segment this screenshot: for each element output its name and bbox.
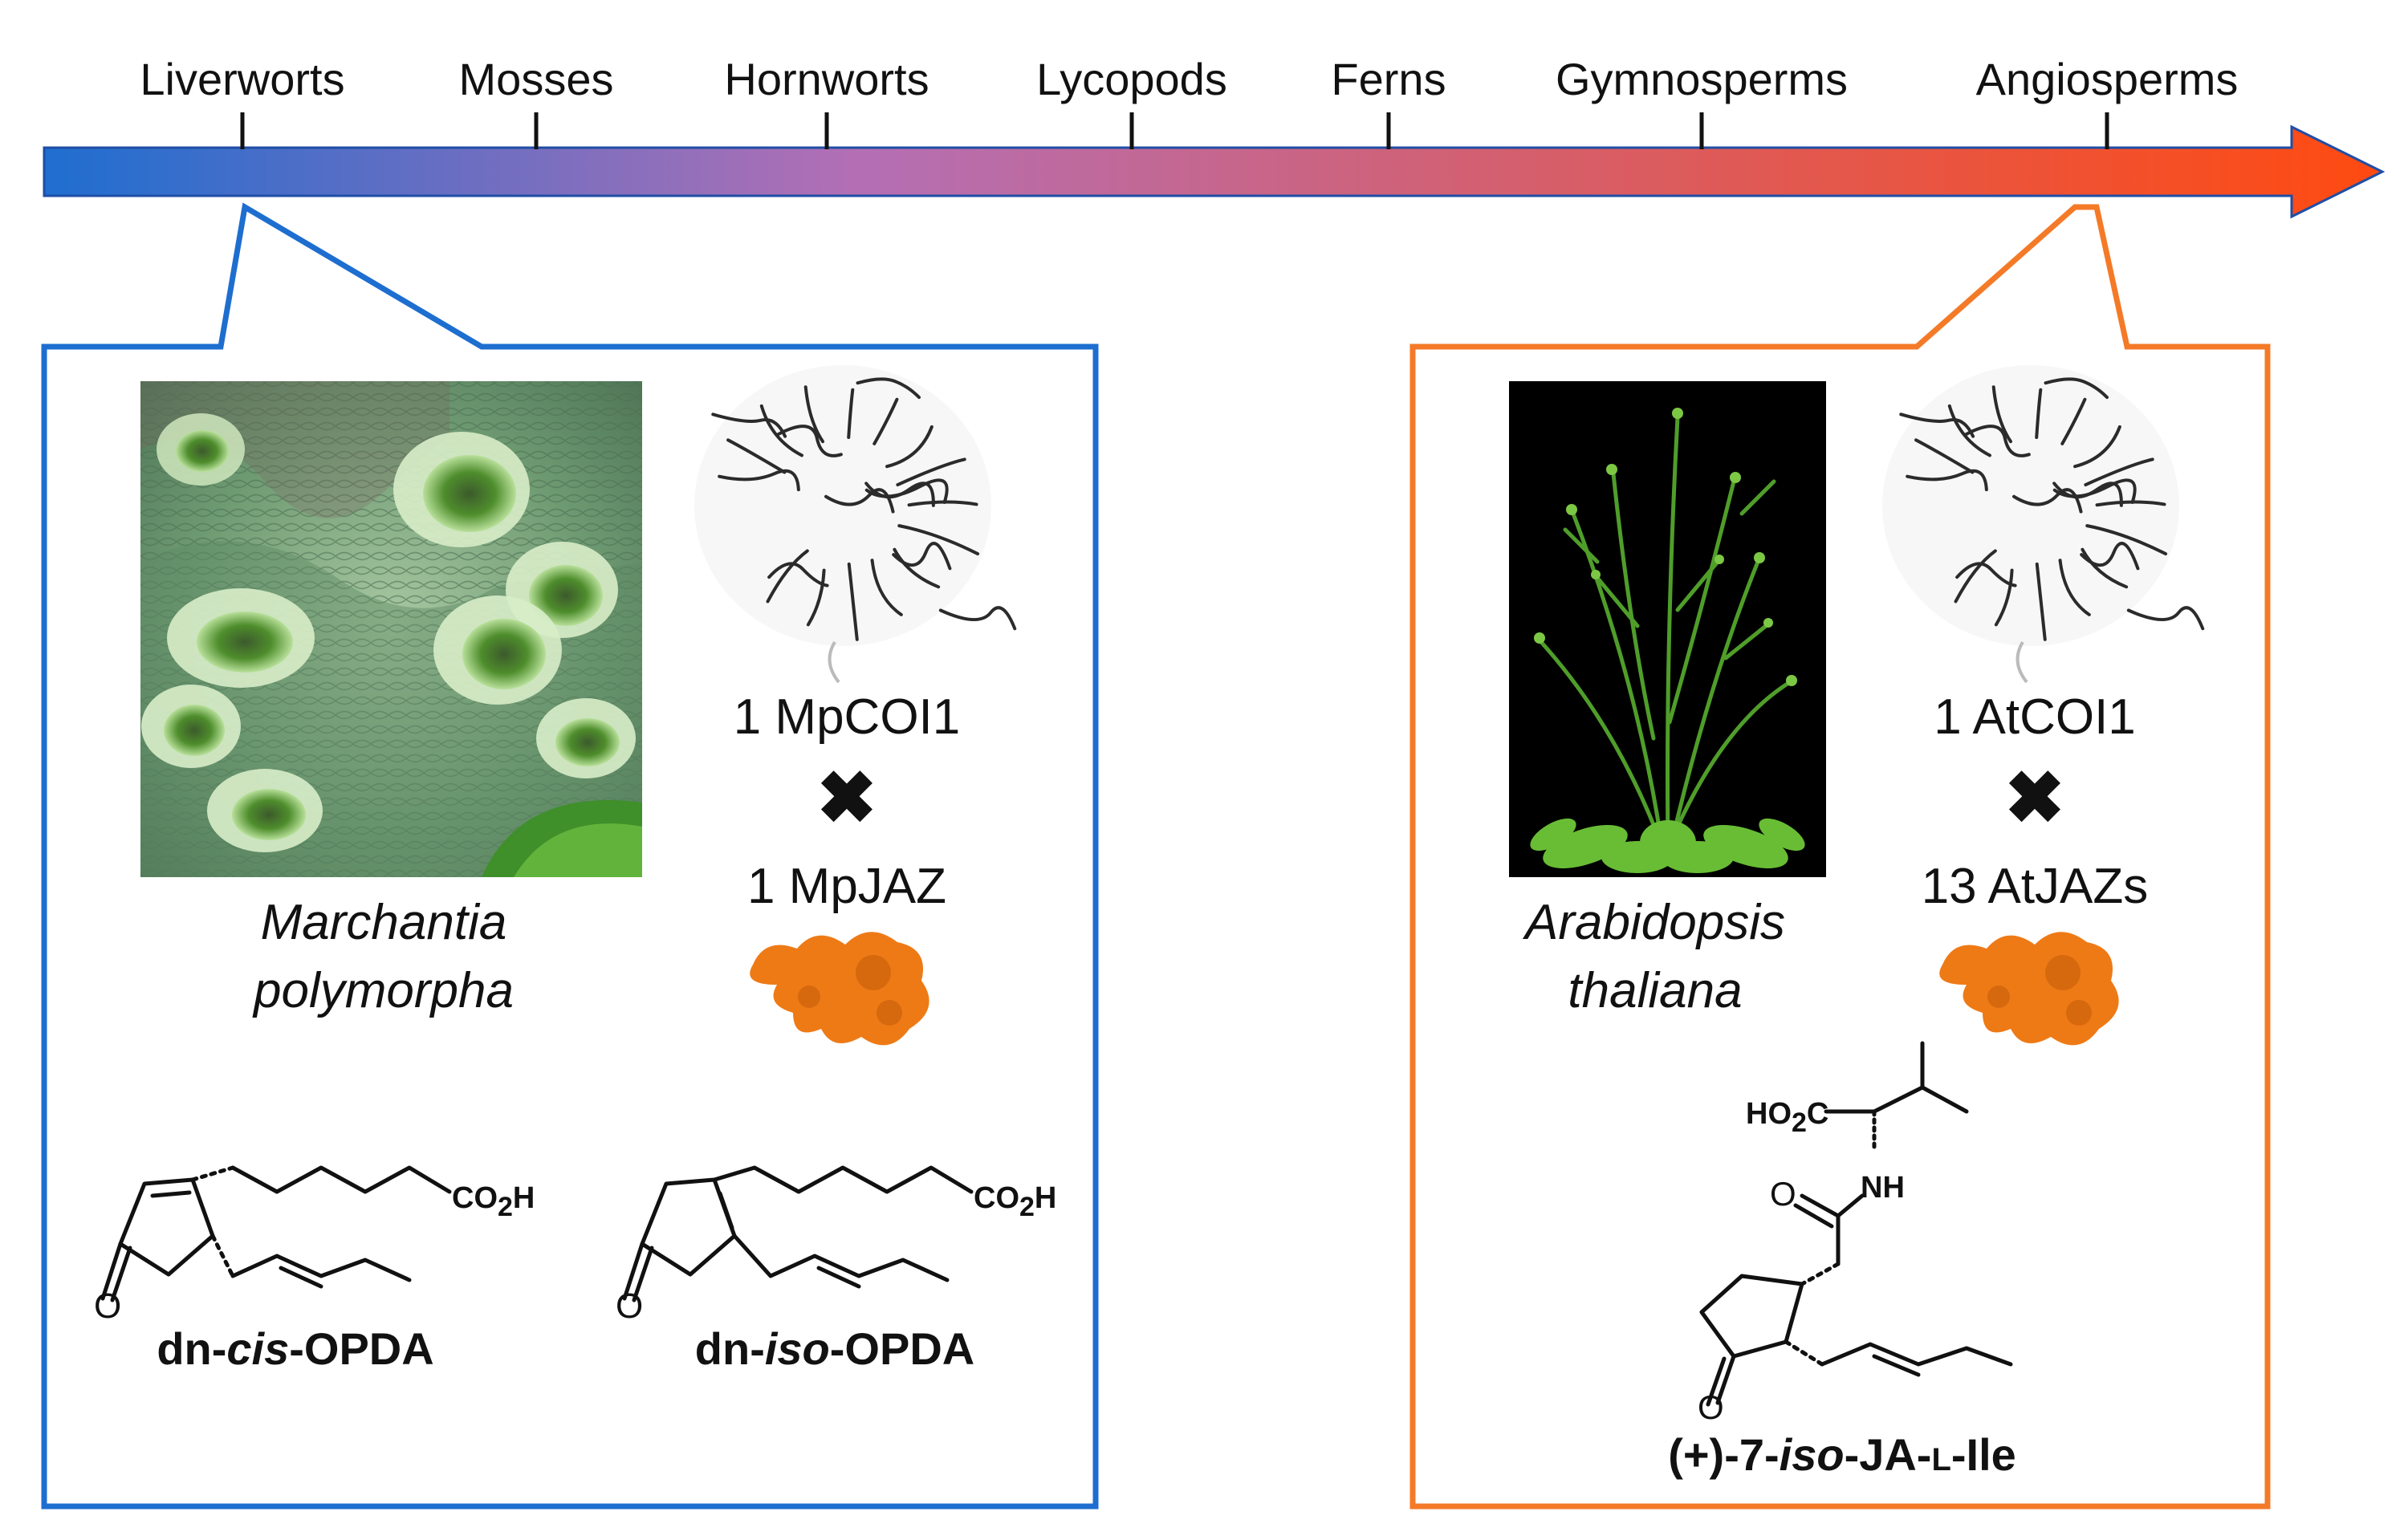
dn-iso-opda-co2h: CO2H (974, 1181, 1056, 1222)
ja-ile-ketone-o: O (1698, 1388, 1724, 1426)
ja-ile-name: (+)-7-iso-JA-L-Ile (1668, 1429, 2016, 1480)
mpjaz-label: 1 MpJAZ (747, 859, 946, 914)
ho2c-label: HO2C (1746, 1097, 1828, 1138)
right-panel: 1 AtCOI1 ✖ 13 AtJAZs Arabidopsis thalian… (1409, 204, 2271, 1510)
right-panel-frame (1409, 204, 2271, 1510)
dn-cis-opda-name: dn-cis-OPDA (157, 1323, 433, 1374)
dn-iso-opda-ketone-o: O (616, 1286, 643, 1326)
mpcoi1-label: 1 MpCOI1 (734, 689, 961, 745)
dn-cis-opda-structure: O CO2H dn-cis-OPDA (94, 1165, 535, 1374)
mpcoi1-protein-structure (694, 365, 1017, 684)
left-species-genus: Marchantia (261, 895, 507, 950)
evolution-timeline: Liverworts Mosses Hornworts Lycopods Ferns Gy… (43, 54, 2386, 219)
marchantia-photo (140, 381, 642, 877)
timeline-taxa: Liverworts Mosses Hornworts Lycopods Ferns Gy… (140, 54, 2238, 104)
dn-iso-opda-structure: O CO2H dn-iso-OPDA (616, 1165, 1056, 1374)
taxon-ferns: Ferns (1331, 54, 1446, 104)
left-panel: 1 MpCOI1 ✖ 1 MpJAZ Marchantia polymorpha… (41, 202, 1099, 1510)
dn-cis-opda-ketone-o: O (94, 1286, 121, 1326)
atjaz-protein-surface (1939, 932, 2119, 1046)
right-species-genus: Arabidopsis (1522, 895, 1785, 950)
atcoi1-protein-structure (1882, 365, 2205, 684)
taxon-gymnosperms: Gymnosperms (1556, 54, 1848, 104)
arabidopsis-photo (1509, 381, 1826, 877)
timeline-ticks (240, 112, 2109, 149)
right-species-epithet: thaliana (1568, 963, 1742, 1018)
nh-label: NH (1861, 1171, 1905, 1205)
mpjaz-protein-surface (750, 932, 929, 1046)
taxon-mosses: Mosses (459, 54, 614, 104)
left-species-epithet: polymorpha (252, 963, 514, 1018)
taxon-liverworts: Liverworts (140, 54, 344, 104)
gemma-cups (141, 413, 636, 852)
atjazs-label: 13 AtJAZs (1922, 859, 2149, 914)
ja-ile-structure: HO2C O NH O (+)-7-iso-JA-L-Ile (1668, 1041, 2016, 1480)
taxon-angiosperms: Angiosperms (1976, 54, 2239, 104)
amide-o-label: O (1770, 1175, 1796, 1213)
timeline-arrow (43, 124, 2386, 219)
taxon-lycopods: Lycopods (1036, 54, 1227, 104)
atcoi1-label: 1 AtCOI1 (1934, 689, 2136, 745)
cross-icon-right: ✖ (2004, 758, 2064, 839)
dn-cis-opda-co2h: CO2H (452, 1181, 535, 1222)
taxon-hornworts: Hornworts (724, 54, 929, 104)
cross-icon: ✖ (816, 758, 877, 839)
dn-iso-opda-name: dn-iso-OPDA (695, 1323, 974, 1374)
left-panel-frame (41, 202, 1099, 1510)
